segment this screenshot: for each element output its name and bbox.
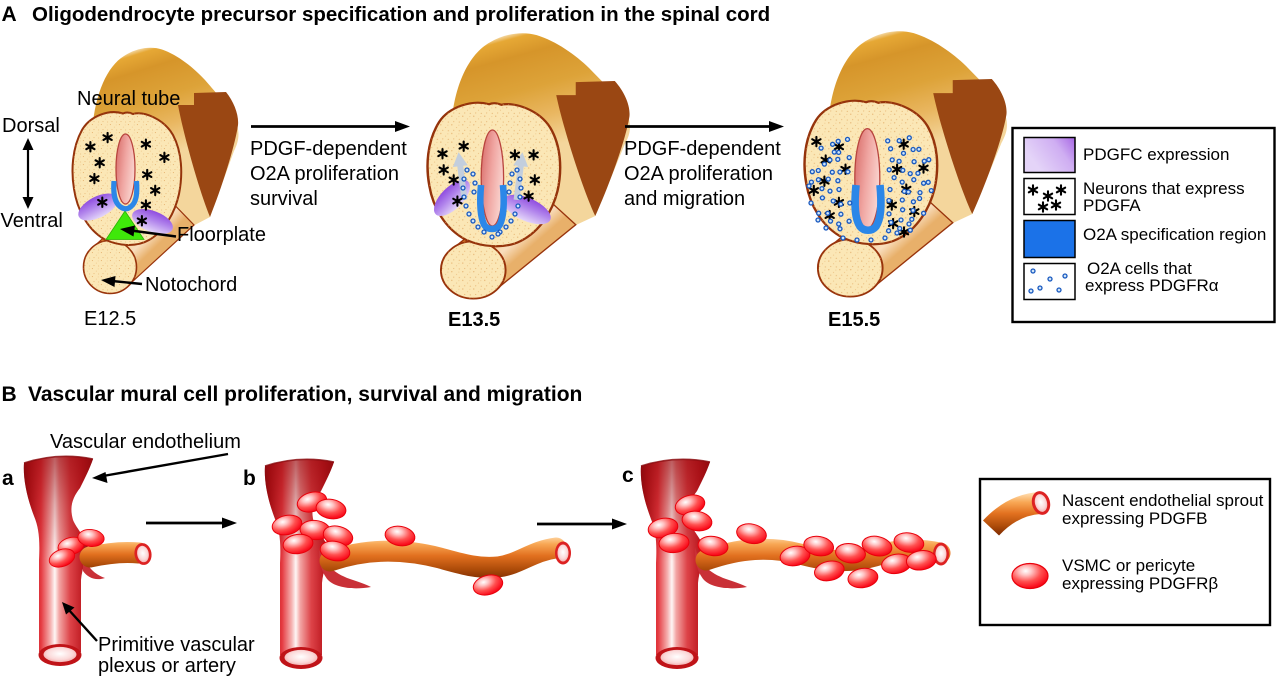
svg-text:Vascular mural cell proliferat: Vascular mural cell proliferation, survi…: [28, 383, 582, 406]
svg-text:Nascent endothelial sprout: Nascent endothelial sprout: [1062, 491, 1264, 510]
svg-text:b: b: [243, 467, 256, 490]
svg-text:plexus or artery: plexus or artery: [98, 655, 236, 677]
svg-text:PDGF-dependent: PDGF-dependent: [250, 138, 407, 160]
svg-text:E13.5: E13.5: [448, 309, 500, 331]
svg-text:Oligodendrocyte precursor spec: Oligodendrocyte precursor specification …: [32, 3, 770, 26]
svg-text:Floorplate: Floorplate: [177, 224, 266, 246]
svg-text:c: c: [622, 464, 634, 487]
svg-text:Dorsal: Dorsal: [2, 115, 60, 137]
svg-text:A: A: [2, 3, 17, 26]
svg-text:Neural tube: Neural tube: [77, 88, 180, 110]
svg-text:Primitive vascular: Primitive vascular: [98, 634, 255, 656]
svg-text:a: a: [2, 467, 14, 490]
svg-text:VSMC or pericyte: VSMC or pericyte: [1062, 556, 1195, 575]
svg-text:Vascular endothelium: Vascular endothelium: [50, 431, 241, 453]
svg-text:expressing PDGFRβ: expressing PDGFRβ: [1062, 574, 1218, 593]
svg-text:PDGFA: PDGFA: [1083, 196, 1141, 215]
svg-text:B: B: [2, 383, 17, 406]
svg-text:E12.5: E12.5: [84, 308, 136, 330]
svg-text:Neurons that express: Neurons that express: [1083, 179, 1245, 198]
svg-text:express PDGFRα: express PDGFRα: [1085, 276, 1219, 295]
svg-text:and migration: and migration: [624, 188, 745, 210]
svg-text:O2A cells that: O2A cells that: [1087, 259, 1192, 278]
svg-text:PDGF-dependent: PDGF-dependent: [624, 138, 781, 160]
svg-text:Notochord: Notochord: [145, 274, 237, 296]
svg-text:O2A specification region: O2A specification region: [1083, 225, 1266, 244]
svg-text:O2A proliferation: O2A proliferation: [624, 163, 773, 185]
svg-text:O2A proliferation: O2A proliferation: [250, 163, 399, 185]
svg-text:E15.5: E15.5: [828, 309, 880, 331]
svg-text:PDGFC expression: PDGFC expression: [1083, 145, 1229, 164]
svg-text:Ventral: Ventral: [1, 210, 63, 232]
svg-text:survival: survival: [250, 188, 318, 210]
svg-text:expressing PDGFB: expressing PDGFB: [1062, 509, 1208, 528]
